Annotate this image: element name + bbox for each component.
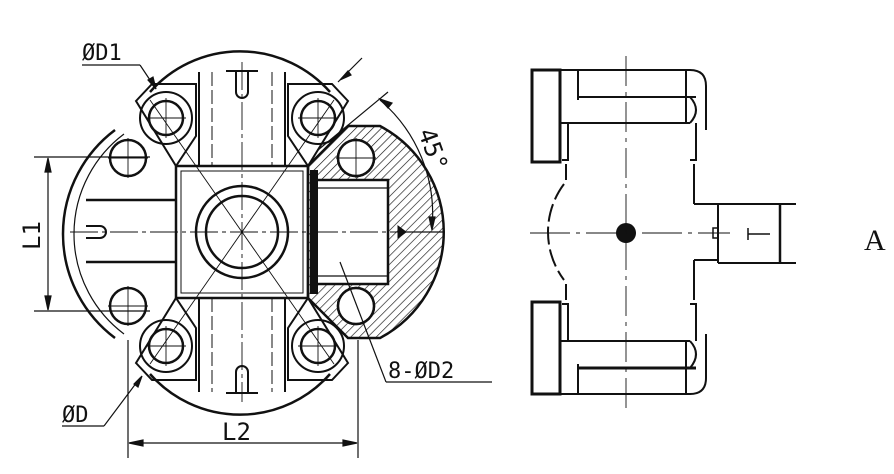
angle-45	[317, 91, 444, 233]
bolt-lugs	[134, 83, 350, 381]
leader-d2	[339, 261, 492, 383]
leader-d1	[82, 57, 363, 90]
label-8-d2: 8-ØD2	[388, 359, 454, 384]
label-l2: L2	[222, 418, 251, 446]
left-outer-arc	[61, 129, 116, 339]
view-mark-a: A	[864, 224, 886, 257]
label-l1: L1	[18, 221, 46, 250]
front-view	[34, 50, 492, 458]
side-view	[530, 56, 796, 410]
dimension-l1	[34, 156, 150, 312]
bottom-outer-arc	[149, 373, 331, 416]
leader-d	[62, 375, 143, 427]
dimension-l2	[127, 340, 359, 458]
top-outer-arc	[149, 50, 331, 93]
center-lines	[70, 62, 440, 402]
label-d: ØD	[62, 403, 89, 428]
label-d1: ØD1	[82, 41, 122, 66]
